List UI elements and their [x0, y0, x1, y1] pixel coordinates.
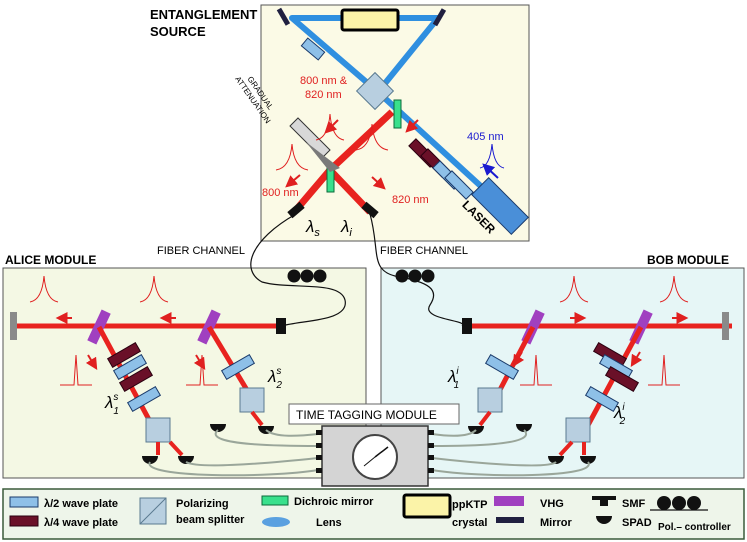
legend-panel: [2, 488, 745, 540]
bob-panel: [380, 267, 745, 479]
legend-mirror: Mirror: [540, 517, 573, 529]
fiber-channel-right: FIBER CHANNEL: [380, 245, 468, 257]
lambda-i: λi: [340, 217, 352, 239]
legend-pbs-1: Polarizing: [176, 498, 229, 510]
smf: [462, 318, 472, 334]
alice-title: ALICE MODULE: [5, 253, 96, 267]
laser: [471, 177, 529, 235]
legend-spad: SPAD: [622, 517, 652, 529]
source-title-1: ENTANGLEMENT: [150, 7, 257, 22]
legend-pol-controller: Pol.– controller: [658, 522, 731, 533]
legend-pbs-2: beam splitter: [176, 514, 245, 526]
legend-ppktp-1: ppKTP: [452, 499, 487, 511]
bob-title: BOB MODULE: [647, 253, 729, 267]
pol-controller: [287, 269, 327, 283]
ttm-cables: [148, 429, 590, 477]
legend-dichroic: Dichroic mirror: [294, 496, 374, 508]
legend-vhg: VHG: [540, 498, 564, 510]
fiber-channels: [250, 213, 464, 327]
mirror: [432, 8, 447, 27]
wl-405: 405 nm: [467, 131, 504, 143]
bob-optics: [462, 275, 732, 464]
mirror: [276, 7, 291, 26]
wl-820: 820 nm: [392, 194, 429, 206]
legend-lens: Lens: [316, 517, 342, 529]
dichroic-mirror: [393, 99, 402, 129]
pol-controller: [395, 269, 435, 283]
legend-half-wave: λ/2 wave plate: [44, 498, 118, 510]
wl-pair-2: 820 nm: [305, 89, 342, 101]
lambda-s: λs: [305, 217, 320, 239]
legend-smf: SMF: [622, 498, 646, 510]
polarizing-beam-splitter: [355, 71, 395, 111]
legend-quarter-wave: λ/4 wave plate: [44, 517, 118, 529]
smf: [276, 318, 286, 334]
ttm-label: TIME TAGGING MODULE: [296, 408, 437, 422]
source-title-2: SOURCE: [150, 24, 206, 39]
source-optics: [275, 7, 529, 235]
alice-optics: [10, 275, 286, 464]
legend: λ/2 wave plate λ/4 wave plate Polarizing…: [9, 493, 731, 533]
alice-panel: [2, 267, 367, 479]
legend-ppktp-2: crystal: [452, 517, 487, 529]
clock-icon: [352, 434, 398, 480]
ppktp-crystal: [340, 8, 400, 32]
ttm-label-box: [288, 403, 460, 425]
ttm-ports: [316, 430, 434, 473]
wl-800: 800 nm: [262, 187, 299, 199]
fiber-channel-left: FIBER CHANNEL: [157, 245, 245, 257]
wl-pair-1: 800 nm &: [300, 75, 348, 87]
